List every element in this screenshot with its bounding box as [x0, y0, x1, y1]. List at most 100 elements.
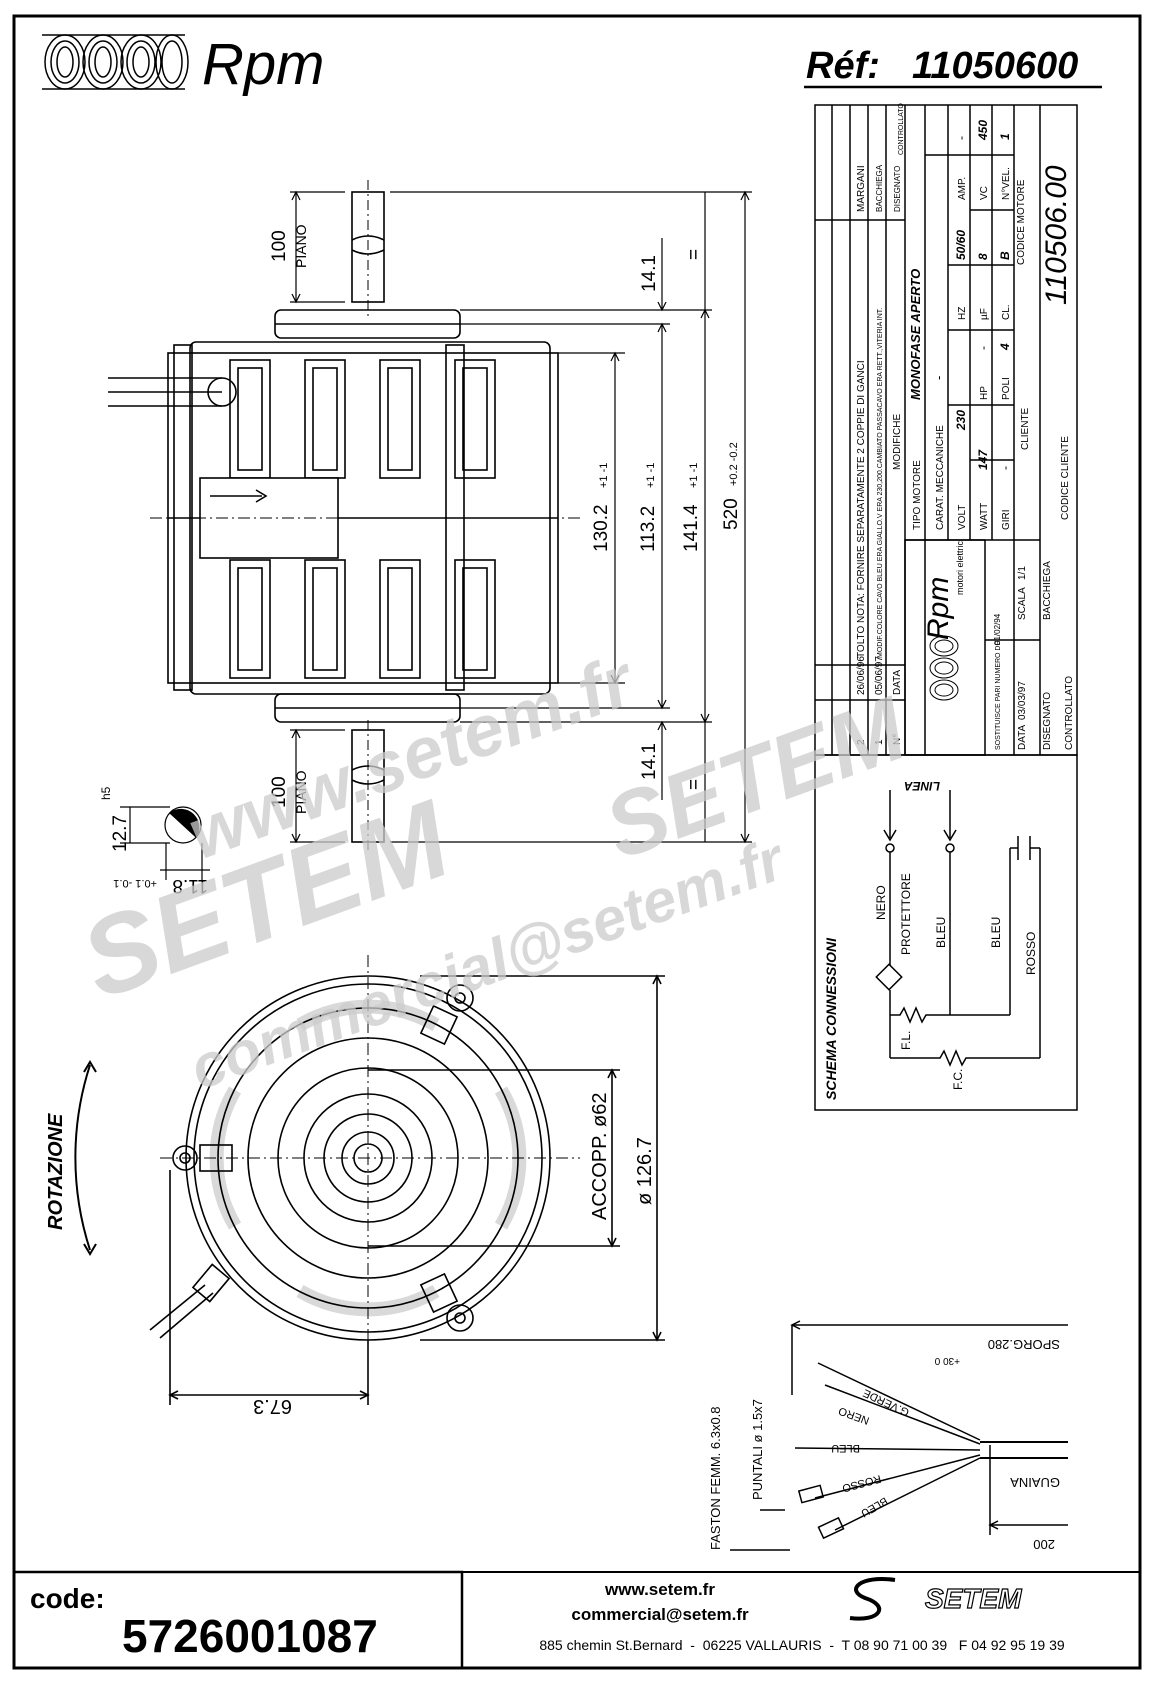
brand-name: Rpm [202, 32, 324, 97]
cable-detail [730, 1320, 1068, 1551]
connection-schema [814, 754, 1078, 1111]
footer-address: 885 chemin St.Bernard - 06225 VALLAURIS … [539, 1637, 1065, 1653]
footer-email: commercial@setem.fr [571, 1605, 749, 1624]
amp-value: - [954, 136, 968, 140]
dim-12-7: 12.7 [110, 815, 131, 852]
dim-130: 130.2 [591, 504, 612, 552]
dim-14-1-top: 14.1 [639, 255, 660, 292]
dim-100-bottom: 100 [269, 776, 290, 808]
controllato-label: CONTROLLATO [1064, 676, 1075, 750]
nvel-value: 1 [998, 133, 1012, 140]
wire-bleu-2: BLEU [859, 1494, 890, 1519]
rotation-label: ROTAZIONE [45, 1113, 67, 1230]
dim-113-tol: +1 -1 [645, 463, 657, 488]
dim-130-tol: +1 -1 [598, 463, 610, 488]
watermark: www.setem.fr SETEM SETEM commercial@sete… [66, 639, 920, 1102]
coil-icon [42, 34, 189, 90]
mod-2-text: TOLTO NOTA: FORNIRE SEPARATAMENTE 2 COPP… [856, 360, 867, 658]
scala-value: 1/1 [1017, 566, 1028, 580]
mod-1-no: 1 [874, 739, 885, 745]
side-dimension-labels: 100 PIANO 100 PIANO 14.1 14.1 = = 130.2 … [269, 224, 742, 814]
vc-label: VC [979, 186, 990, 200]
poli-value: 4 [998, 343, 1012, 351]
faston-label: FASTON FEMM. 6.3x0.8 [708, 1406, 723, 1550]
amp-label: AMP. [957, 177, 968, 200]
protettore-label: PROTETTORE [899, 873, 913, 955]
giri-label: GIRI [1001, 509, 1012, 530]
data-value: 03/03/97 [1017, 681, 1028, 720]
outer-diameter-label: ø 126.7 [634, 1137, 656, 1205]
footer: code: 5726001087 www.setem.fr commercial… [12, 1570, 1140, 1670]
dim-11-8: 11.8 [172, 875, 208, 896]
title-block-brand: Rpm [922, 577, 955, 640]
bleu-label-2: BLEU [989, 917, 1003, 948]
puntali-label: PUNTALI ø 1.5x7 [750, 1399, 765, 1500]
mod-header-date: DATA [892, 669, 903, 695]
footer-web: www.setem.fr [604, 1580, 715, 1599]
dim-520: 520 [721, 498, 742, 530]
cliente-label: CLIENTE [1020, 407, 1031, 450]
mod-1-by: BACCHIEGA [875, 164, 884, 212]
sostituisce-value: 01/02/94 [993, 613, 1002, 645]
hp-label: HP [979, 386, 990, 400]
uf-value: 8 [976, 253, 990, 260]
uf-label: µF [979, 308, 990, 320]
dim-12-7-tol: h5 [99, 786, 113, 800]
bleu-label-1: BLEU [934, 917, 948, 948]
ref-label: Réf: [806, 45, 880, 87]
dim-113: 113.2 [638, 506, 659, 552]
sostituisce-label: SOSTITUISCE PARI NUMERO DEL [995, 637, 1002, 750]
front-view [74, 955, 665, 1405]
watt-value: 147 [976, 449, 990, 470]
rosso-label: ROSSO [1024, 932, 1038, 975]
mod-2-date: 26/06/96 [856, 656, 867, 695]
tipo-motore-value: MONOFASE APERTO [908, 269, 923, 400]
volt-label: VOLT [957, 505, 968, 530]
setem-logo: SETEM [849, 1577, 1023, 1621]
code-label: code: [30, 1583, 105, 1614]
mod-1-date: 05/06/97 [874, 656, 885, 695]
rpm-logo: Rpm [42, 32, 324, 97]
disegnato-label: DISEGNATO [1042, 692, 1053, 750]
setem-wordmark: SETEM [925, 1583, 1022, 1614]
scala-label: SCALA [1017, 587, 1028, 620]
accopp-label: ACCOPP. ø62 [589, 1093, 611, 1220]
mod-header-by: DISEGNATO [893, 166, 902, 212]
fc-label: F.C. [951, 1069, 965, 1090]
fl-label: F.L. [899, 1031, 913, 1050]
mod-header-text: MODIFICHE [892, 414, 903, 470]
codice-cliente-label: CODICE CLIENTE [1060, 436, 1071, 520]
tipo-motore-label: TIPO MOTORE [912, 460, 923, 530]
dim-equal-top: = [684, 249, 705, 260]
vc-value: 450 [976, 120, 990, 141]
mod-2-by: MARGANI [856, 165, 867, 212]
setem-swirl-icon [849, 1577, 896, 1621]
sporg-tol: +30 0 [934, 1355, 960, 1366]
volt-value: 230 [954, 410, 968, 431]
hz-value: 50/60 [954, 230, 968, 260]
mod-2-no: 2 [856, 739, 867, 745]
dim-141-tol: +1 -1 [688, 463, 700, 488]
connection-schema-labels: SCHEMA CONNESSIONI LINEA NERO PROTETTORE… [823, 779, 1038, 1100]
shaft-detail [120, 806, 210, 880]
wire-nero: NERO [837, 1404, 871, 1426]
reference: Réf: 11050600 [804, 45, 1102, 89]
dim-67-3: 67.3 [253, 1395, 292, 1417]
carat-label: CARAT. MECCANICHE [935, 425, 946, 530]
dim-piano-top: PIANO [293, 224, 309, 268]
codice-motore-value: 110506.00 [1040, 165, 1073, 305]
dim-200: 200 [1033, 1537, 1055, 1552]
shaft-detail-labels: 12.7 h5 11.8 +0.1 -0.1 [99, 786, 208, 896]
dim-141: 141.4 [681, 504, 702, 552]
mod-1-text: MODIF.COLORE CAVO BLEU ERA GIALLO.V ERA … [877, 308, 884, 658]
wire-bleu: BLEU [831, 1442, 860, 1454]
title-block [814, 104, 1078, 756]
carat-value: - [931, 376, 946, 380]
cable-detail-labels: SPORG.280 +30 0 G.VERDE NERO BLEU ROSSO … [708, 1337, 1060, 1552]
side-view [108, 180, 580, 850]
giri-value: - [998, 466, 1012, 470]
dim-100-top: 100 [269, 230, 290, 262]
coil-icon-small [929, 635, 959, 701]
code-value: 5726001087 [122, 1610, 378, 1662]
